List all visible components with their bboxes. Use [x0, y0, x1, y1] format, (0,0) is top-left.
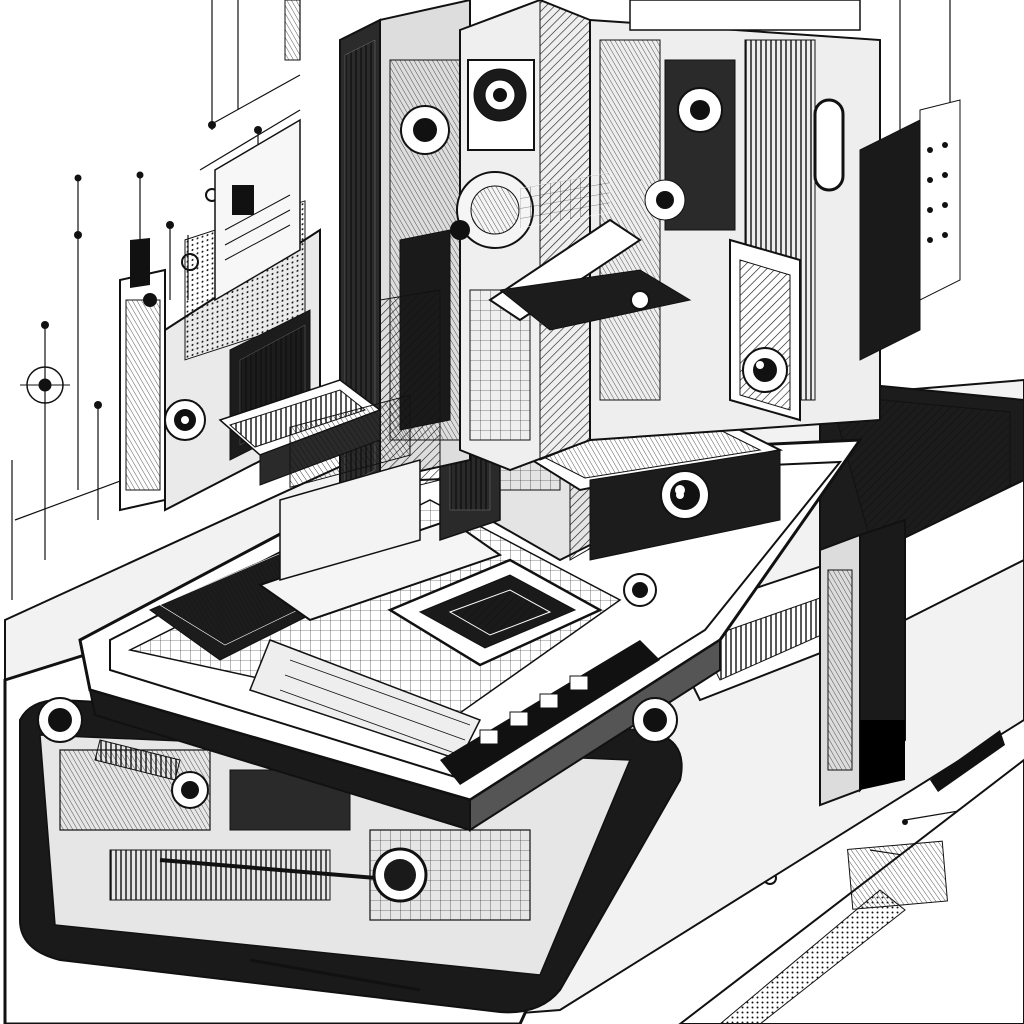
crosshair-icon [20, 360, 70, 410]
speaker-icon [164, 399, 206, 441]
guide-line-nodes [41, 121, 961, 825]
bridge-structure [488, 172, 801, 422]
right-floor-slab [678, 730, 1024, 1024]
main-tower [339, 0, 471, 502]
speaker-column [450, 0, 591, 472]
upper-left-panel [214, 0, 301, 302]
lower-left-details [37, 491, 684, 903]
camera-lens-icon [660, 470, 710, 520]
camera-lens-icon [742, 347, 788, 393]
back-right-wall [589, 0, 961, 442]
mid-left-steps [218, 379, 421, 581]
right-pillar [819, 518, 906, 807]
